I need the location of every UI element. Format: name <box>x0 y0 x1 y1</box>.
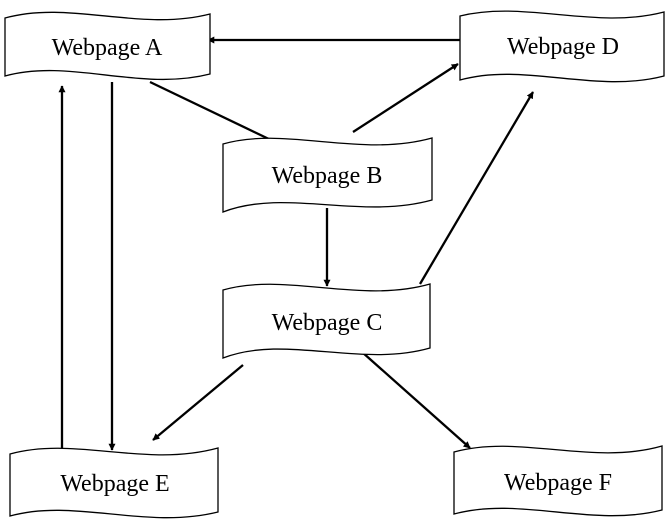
document-shape <box>222 283 431 359</box>
node-webpage-d: Webpage D <box>459 10 665 83</box>
document-shape <box>453 445 663 517</box>
arrow-c-to-d <box>419 91 534 285</box>
edges-layer <box>58 36 534 452</box>
document-shape <box>4 11 211 81</box>
arrow-c-to-e <box>152 364 244 441</box>
arrow-b-to-d <box>352 63 459 133</box>
node-webpage-f: Webpage F <box>453 445 663 517</box>
node-label-webpage-d: Webpage D <box>507 34 619 60</box>
node-webpage-b: Webpage B <box>222 137 433 213</box>
node-label-webpage-b: Webpage B <box>272 163 383 189</box>
node-webpage-e: Webpage E <box>9 447 219 519</box>
node-webpage-a: Webpage A <box>4 11 211 81</box>
node-label-webpage-a: Webpage A <box>52 35 163 61</box>
node-label-webpage-c: Webpage C <box>272 310 383 336</box>
node-label-webpage-e: Webpage E <box>60 471 169 497</box>
document-shape <box>9 447 219 519</box>
node-label-webpage-f: Webpage F <box>504 470 612 496</box>
node-webpage-c: Webpage C <box>222 283 431 359</box>
document-shape <box>222 137 433 213</box>
document-shape <box>459 10 665 83</box>
arrow-c-to-f <box>361 351 471 449</box>
